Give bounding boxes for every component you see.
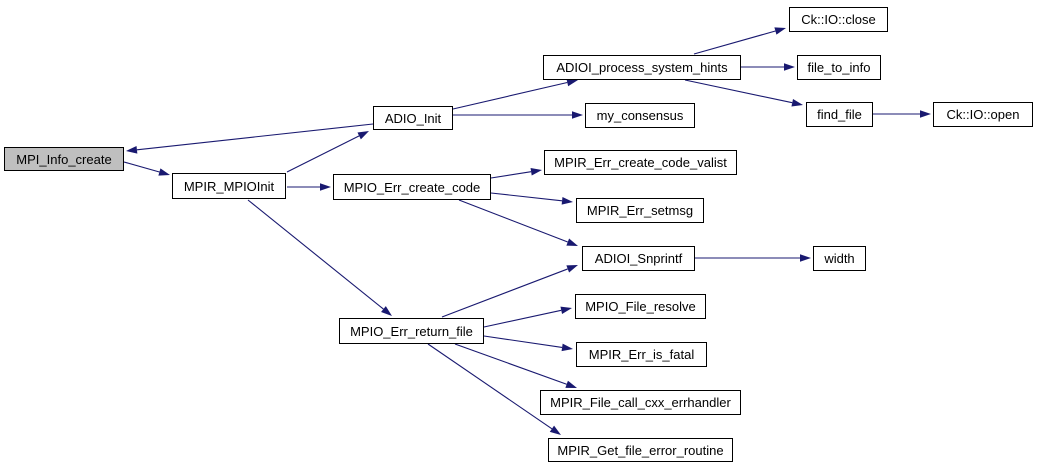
arrowhead-adio-init-to-my-consensus [572,111,583,119]
arrowhead-mpio-err-return-file-to-mpir-file-call-cxx-errhandler [565,380,577,388]
arrowhead-mpio-err-return-file-to-adioi-snprintf [566,265,578,273]
arrowhead-mpio-err-return-file-to-mpir-err-is-fatal [561,343,573,352]
edge-adioi-process-system-hints-to-ck-io-close [693,30,776,55]
node-width[interactable]: width [813,246,866,271]
arrowhead-mpir-mpioinit-to-adio-init [357,131,369,140]
node-mpio-err-return-file[interactable]: MPIO_Err_return_file [339,318,484,344]
edge-adioi-process-system-hints-to-find-file [684,79,793,104]
edge-adio-init-to-adioi-process-system-hints [452,81,568,110]
edge-mpir-mpioinit-to-mpio-err-return-file [247,199,384,310]
node-file-to-info[interactable]: file_to_info [797,55,881,80]
node-mpi-info-create: MPI_Info_create [4,147,124,171]
arrowhead-mpio-err-create-code-to-mpir-err-setmsg [561,197,573,205]
node-mpio-err-create-code[interactable]: MPIO_Err_create_code [333,174,491,200]
edge-mpio-err-create-code-to-adioi-snprintf [458,199,568,243]
edge-mpio-err-return-file-to-adioi-snprintf [441,268,568,318]
node-my-consensus[interactable]: my_consensus [585,103,695,128]
node-ck-io-close[interactable]: Ck::IO::close [789,7,888,32]
edge-mpio-err-return-file-to-mpir-file-call-cxx-errhandler [454,343,567,385]
node-mpio-file-resolve[interactable]: MPIO_File_resolve [575,294,706,319]
node-find-file[interactable]: find_file [806,102,873,127]
node-mpir-file-call-cxx-errhandler[interactable]: MPIR_File_call_cxx_errhandler [540,390,741,415]
edge-mpio-err-create-code-to-mpir-err-setmsg [490,192,563,202]
edge-mpi-info-create-to-mpir-mpioinit [123,161,160,173]
arrowhead-mpio-err-create-code-to-adioi-snprintf [566,238,578,246]
arrowhead-adioi-process-system-hints-to-find-file [791,99,803,107]
arrowhead-mpir-mpioinit-to-mpio-err-return-file [381,306,392,316]
node-mpir-err-create-code-valist[interactable]: MPIR_Err_create_code_valist [544,150,737,175]
arrowhead-mpi-info-create-to-mpir-mpioinit [158,168,170,176]
arrowhead-mpio-err-return-file-to-mpir-get-file-error-routine [549,425,561,435]
node-adio-init[interactable]: ADIO_Init [373,106,453,130]
arrowhead-adioi-snprintf-to-width [800,254,811,262]
edge-mpio-err-return-file-to-mpir-err-is-fatal [483,335,563,348]
node-mpir-get-file-error-routine[interactable]: MPIR_Get_file_error_routine [548,438,733,462]
edge-mpio-err-return-file-to-mpio-file-resolve [483,309,562,328]
node-mpir-err-is-fatal[interactable]: MPIR_Err_is_fatal [576,342,707,367]
arrowhead-find-file-to-ck-io-open [920,110,931,118]
arrowhead-mpio-err-return-file-to-mpio-file-resolve [560,306,572,315]
edge-mpio-err-return-file-to-mpir-get-file-error-routine [427,343,553,430]
node-adioi-snprintf[interactable]: ADIOI_Snprintf [582,246,695,271]
node-ck-io-open[interactable]: Ck::IO::open [933,102,1033,127]
node-mpir-mpioinit[interactable]: MPIR_MPIOInit [172,173,286,199]
arrowhead-adio-init-to-adioi-process-system-hints [566,78,578,87]
arrowhead-mpio-err-create-code-to-mpir-err-create-code-valist [530,167,542,176]
node-adioi-process-system-hints[interactable]: ADIOI_process_system_hints [543,55,741,80]
edge-adio-init-to-mpi-info-create [136,123,374,151]
edge-mpio-err-create-code-to-mpir-err-create-code-valist [490,171,532,179]
arrowhead-adioi-process-system-hints-to-file-to-info [784,63,795,71]
arrowhead-adioi-process-system-hints-to-ck-io-close [774,27,786,35]
arrowhead-adio-init-to-mpi-info-create [126,146,138,154]
arrowhead-mpir-mpioinit-to-mpio-err-create-code [320,183,331,191]
edge-mpir-mpioinit-to-adio-init [286,135,360,173]
node-mpir-err-setmsg[interactable]: MPIR_Err_setmsg [576,198,704,223]
